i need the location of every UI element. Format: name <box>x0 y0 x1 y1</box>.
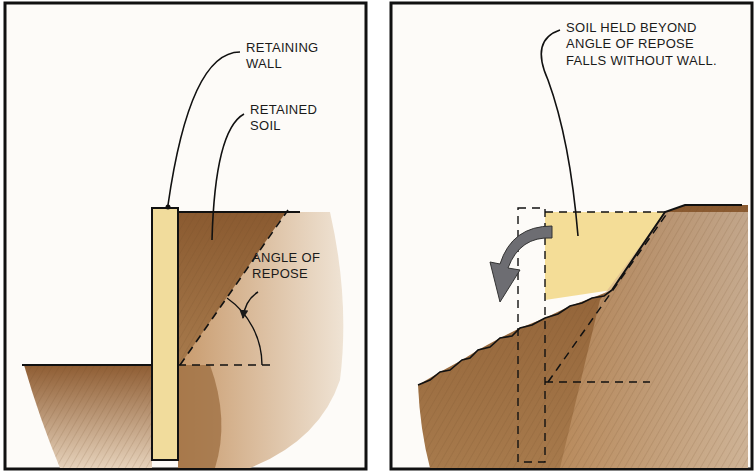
callout-label: RETAINED SOIL <box>250 102 330 135</box>
repose-line <box>180 210 288 365</box>
callout-label: SOIL HELD BEYOND ANGLE OF REPOSE FALLS W… <box>566 20 736 69</box>
panel-frame <box>391 3 752 469</box>
callout-label: ANGLE OF REPOSE <box>252 250 334 283</box>
leader-line <box>243 292 258 318</box>
fallen-soil <box>418 205 748 468</box>
leader-line <box>168 52 240 205</box>
right-scene <box>418 30 748 468</box>
leader-line <box>212 114 244 240</box>
retaining-wall <box>152 208 178 460</box>
left-scene <box>22 52 343 468</box>
callout-label: RETAINING WALL <box>246 40 332 73</box>
ground-soil <box>24 365 152 468</box>
panel-frame <box>5 3 366 469</box>
retained-soil <box>178 212 343 468</box>
fall-arrow <box>490 226 552 302</box>
